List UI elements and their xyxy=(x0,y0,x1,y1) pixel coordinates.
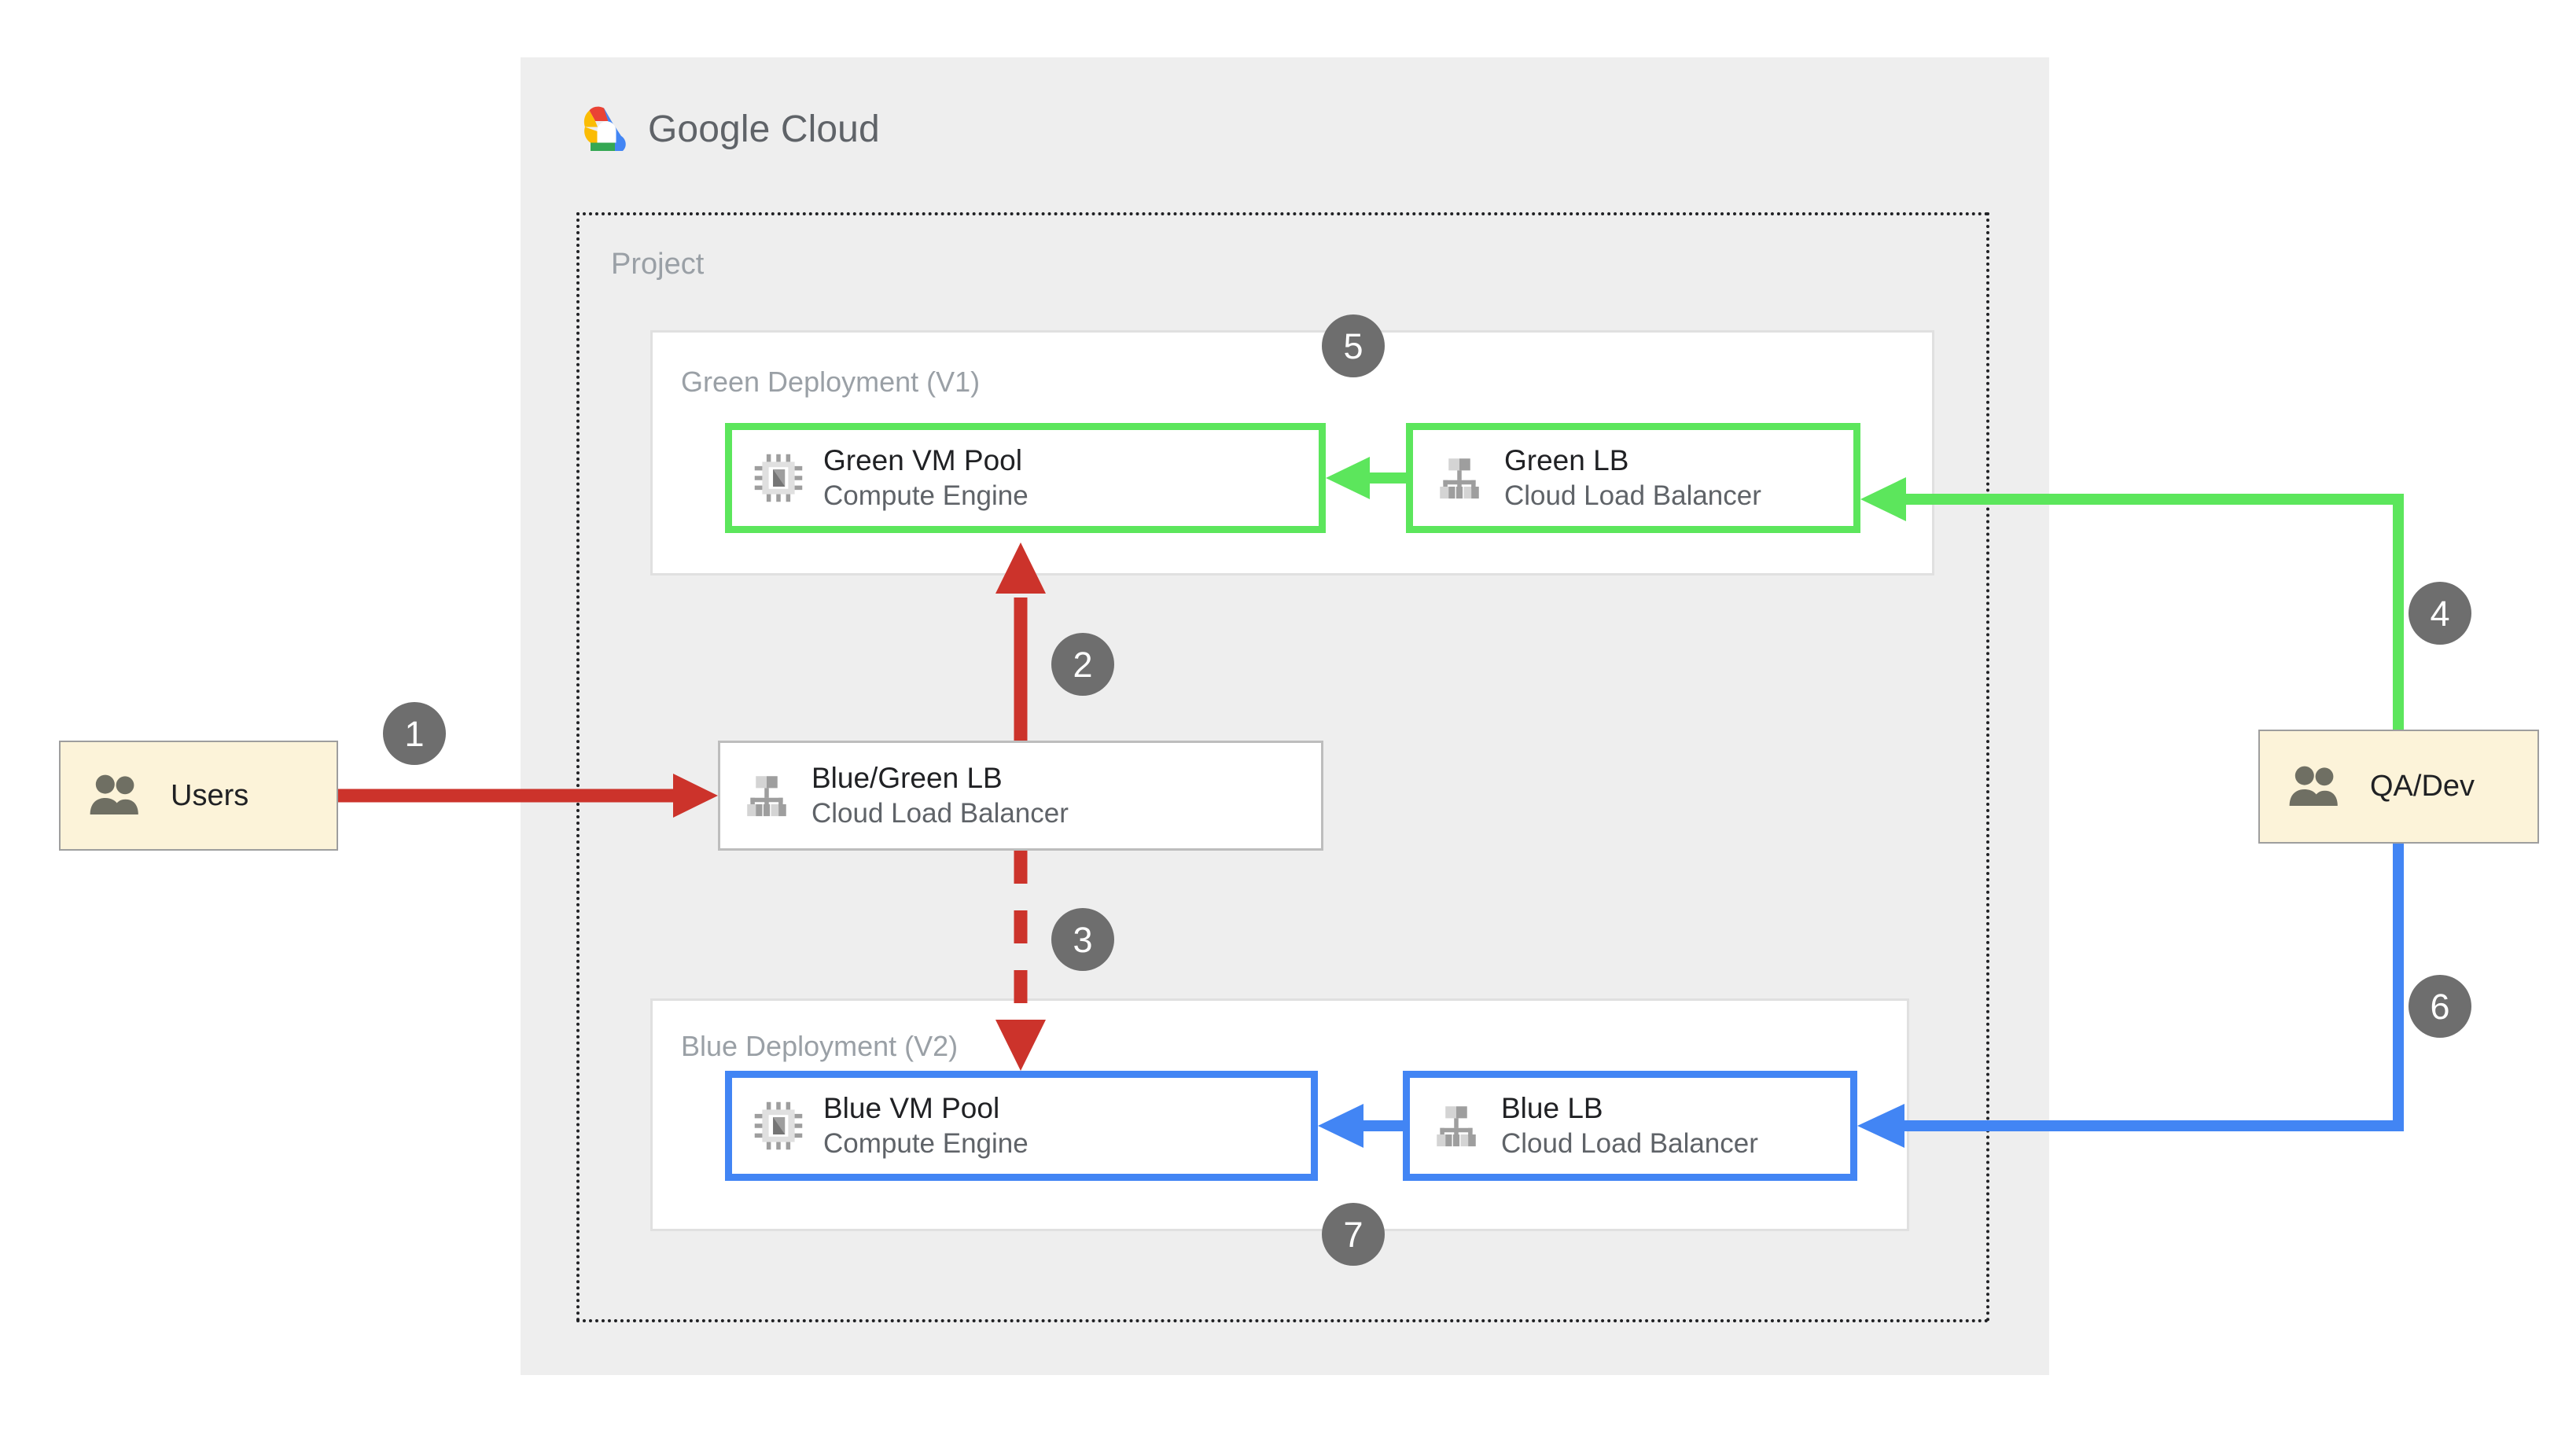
step-badge-5: 5 xyxy=(1322,314,1385,377)
people-icon xyxy=(2289,766,2338,806)
logo-word-google: Google xyxy=(648,108,771,150)
node-title: Blue/Green LB xyxy=(811,762,1003,794)
actor-label: Users xyxy=(171,778,249,812)
people-icon xyxy=(90,774,138,814)
logo-word-cloud: Cloud xyxy=(780,108,880,150)
node-title: Blue LB xyxy=(1501,1092,1603,1124)
node-subtitle: Cloud Load Balancer xyxy=(1504,480,1761,512)
step-badge-4: 4 xyxy=(2409,582,2471,645)
step-badge-2: 2 xyxy=(1051,633,1114,696)
google-cloud-logo: Google Cloud xyxy=(574,105,880,153)
step-badge-7: 7 xyxy=(1322,1203,1385,1266)
node-subtitle: Compute Engine xyxy=(823,1128,1029,1160)
actor-users[interactable]: Users xyxy=(59,741,338,851)
node-text: Blue LB Cloud Load Balancer xyxy=(1501,1090,1758,1161)
node-green-lb[interactable]: Green LB Cloud Load Balancer xyxy=(1406,423,1860,533)
node-subtitle: Compute Engine xyxy=(823,480,1029,512)
node-blue-vm-pool[interactable]: Blue VM Pool Compute Engine xyxy=(725,1071,1318,1181)
project-label: Project xyxy=(611,248,705,281)
step-badge-1: 1 xyxy=(383,702,446,765)
compute-engine-icon xyxy=(754,1101,803,1150)
node-subtitle: Cloud Load Balancer xyxy=(811,798,1069,829)
node-text: Green VM Pool Compute Engine xyxy=(823,443,1029,513)
node-title: Green VM Pool xyxy=(823,444,1022,476)
actor-qa-dev[interactable]: QA/Dev xyxy=(2258,730,2539,844)
node-blue-lb[interactable]: Blue LB Cloud Load Balancer xyxy=(1403,1071,1857,1181)
compute-engine-icon xyxy=(754,454,803,502)
cloud-load-balancer-icon xyxy=(747,776,786,817)
cloud-load-balancer-icon xyxy=(1437,1106,1476,1147)
green-deployment-label: Green Deployment (V1) xyxy=(681,366,981,398)
node-title: Blue VM Pool xyxy=(823,1092,1000,1124)
blue-deployment-label: Blue Deployment (V2) xyxy=(681,1030,959,1062)
cloud-load-balancer-icon xyxy=(1440,458,1479,499)
step-badge-6: 6 xyxy=(2409,975,2471,1038)
node-blue-green-lb[interactable]: Blue/Green LB Cloud Load Balancer xyxy=(718,741,1323,851)
node-green-vm-pool[interactable]: Green VM Pool Compute Engine xyxy=(725,423,1326,533)
node-text: Blue VM Pool Compute Engine xyxy=(823,1090,1029,1161)
node-subtitle: Cloud Load Balancer xyxy=(1501,1128,1758,1160)
logo-wordmark: Google Cloud xyxy=(648,108,880,151)
step-badge-3: 3 xyxy=(1051,908,1114,971)
node-text: Green LB Cloud Load Balancer xyxy=(1504,443,1761,513)
project-boundary xyxy=(576,212,1989,1322)
actor-label: QA/Dev xyxy=(2370,770,2475,803)
google-cloud-logo-icon xyxy=(583,106,626,151)
node-title: Green LB xyxy=(1504,444,1629,476)
node-text: Blue/Green LB Cloud Load Balancer xyxy=(811,760,1069,831)
